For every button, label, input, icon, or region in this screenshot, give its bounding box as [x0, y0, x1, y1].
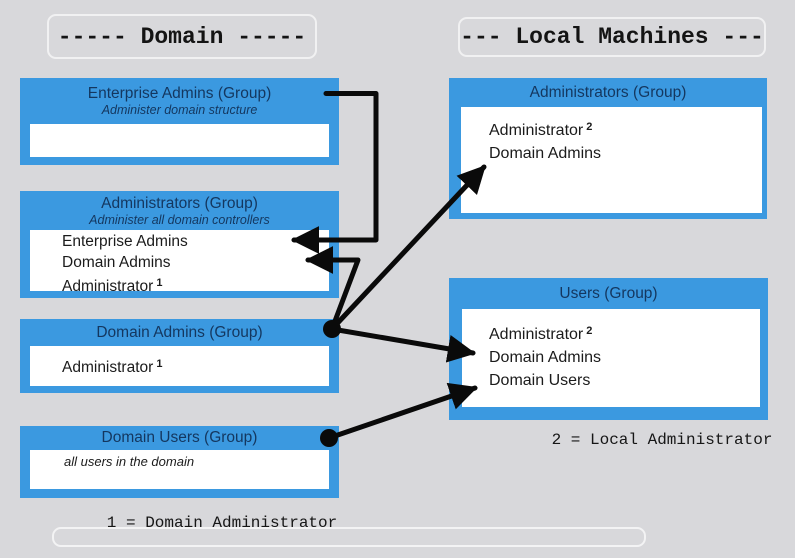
group-title: Administrators (Group): [101, 194, 258, 212]
member-label: Administrator: [62, 359, 154, 376]
member-superscript: 2: [586, 121, 593, 133]
group-box-header: Administrators (Group): [449, 78, 767, 107]
member-row: Domain Users: [489, 369, 760, 392]
group-box-enterprise-admins: Enterprise Admins (Group) Administer dom…: [13, 66, 349, 173]
member-row: Enterprise Admins: [62, 231, 329, 252]
member-label: Enterprise Admins: [62, 233, 188, 250]
group-box-header: Administrators (Group) Administer all do…: [20, 191, 339, 230]
member-label: Domain Admins: [489, 145, 602, 162]
group-subtitle: Administer all domain controllers: [89, 212, 270, 227]
group-box-header: Domain Admins (Group): [20, 319, 339, 346]
group-title: Domain Users (Group): [101, 429, 258, 446]
member-list: [30, 124, 329, 157]
member-list: all users in the domain: [30, 450, 329, 489]
group-title: Users (Group): [559, 284, 658, 302]
group-subtitle: Administer domain structure: [101, 103, 258, 117]
local-machines-column-title: --- Local Machines ---: [460, 24, 764, 50]
group-box-header: Enterprise Admins (Group) Administer dom…: [20, 78, 339, 124]
member-superscript: 2: [586, 325, 593, 337]
group-box-header: Users (Group): [449, 278, 768, 309]
group-box-header: Domain Users (Group): [20, 426, 339, 450]
domain-column-title-frame: ----- Domain -----: [47, 14, 317, 59]
group-title: Enterprise Admins (Group): [87, 85, 272, 102]
member-row: Domain Admins: [489, 346, 760, 369]
local-machines-column-title-frame: --- Local Machines ---: [458, 17, 766, 57]
footnote-outline-frame: [52, 527, 646, 547]
group-box-domain-users: Domain Users (Group) all users in the do…: [13, 414, 349, 506]
group-note: all users in the domain: [64, 454, 195, 469]
footnote-domain-administrator: 1 = Domain Administrator: [106, 514, 338, 532]
member-label: Administrator: [489, 326, 584, 343]
group-box-domain-administrators: Administrators (Group) Administer all do…: [13, 179, 349, 306]
member-row: Domain Admins: [489, 142, 762, 165]
group-title: Domain Admins (Group): [96, 323, 263, 341]
member-label: Administrator: [62, 278, 154, 295]
group-title: Administrators (Group): [529, 83, 687, 101]
member-row: Domain Admins: [62, 252, 329, 273]
member-label: Domain Admins: [489, 349, 602, 366]
member-label: Domain Users: [489, 372, 591, 389]
footnote-local-administrator: 2 = Local Administrator: [551, 431, 773, 449]
domain-column-title: ----- Domain -----: [57, 23, 307, 50]
member-superscript: 1: [156, 277, 163, 289]
member-superscript: 1: [156, 358, 163, 370]
member-list: Enterprise Admins Domain Admins Administ…: [30, 230, 329, 295]
member-label: Administrator: [489, 122, 584, 139]
member-label: Domain Admins: [62, 254, 171, 271]
